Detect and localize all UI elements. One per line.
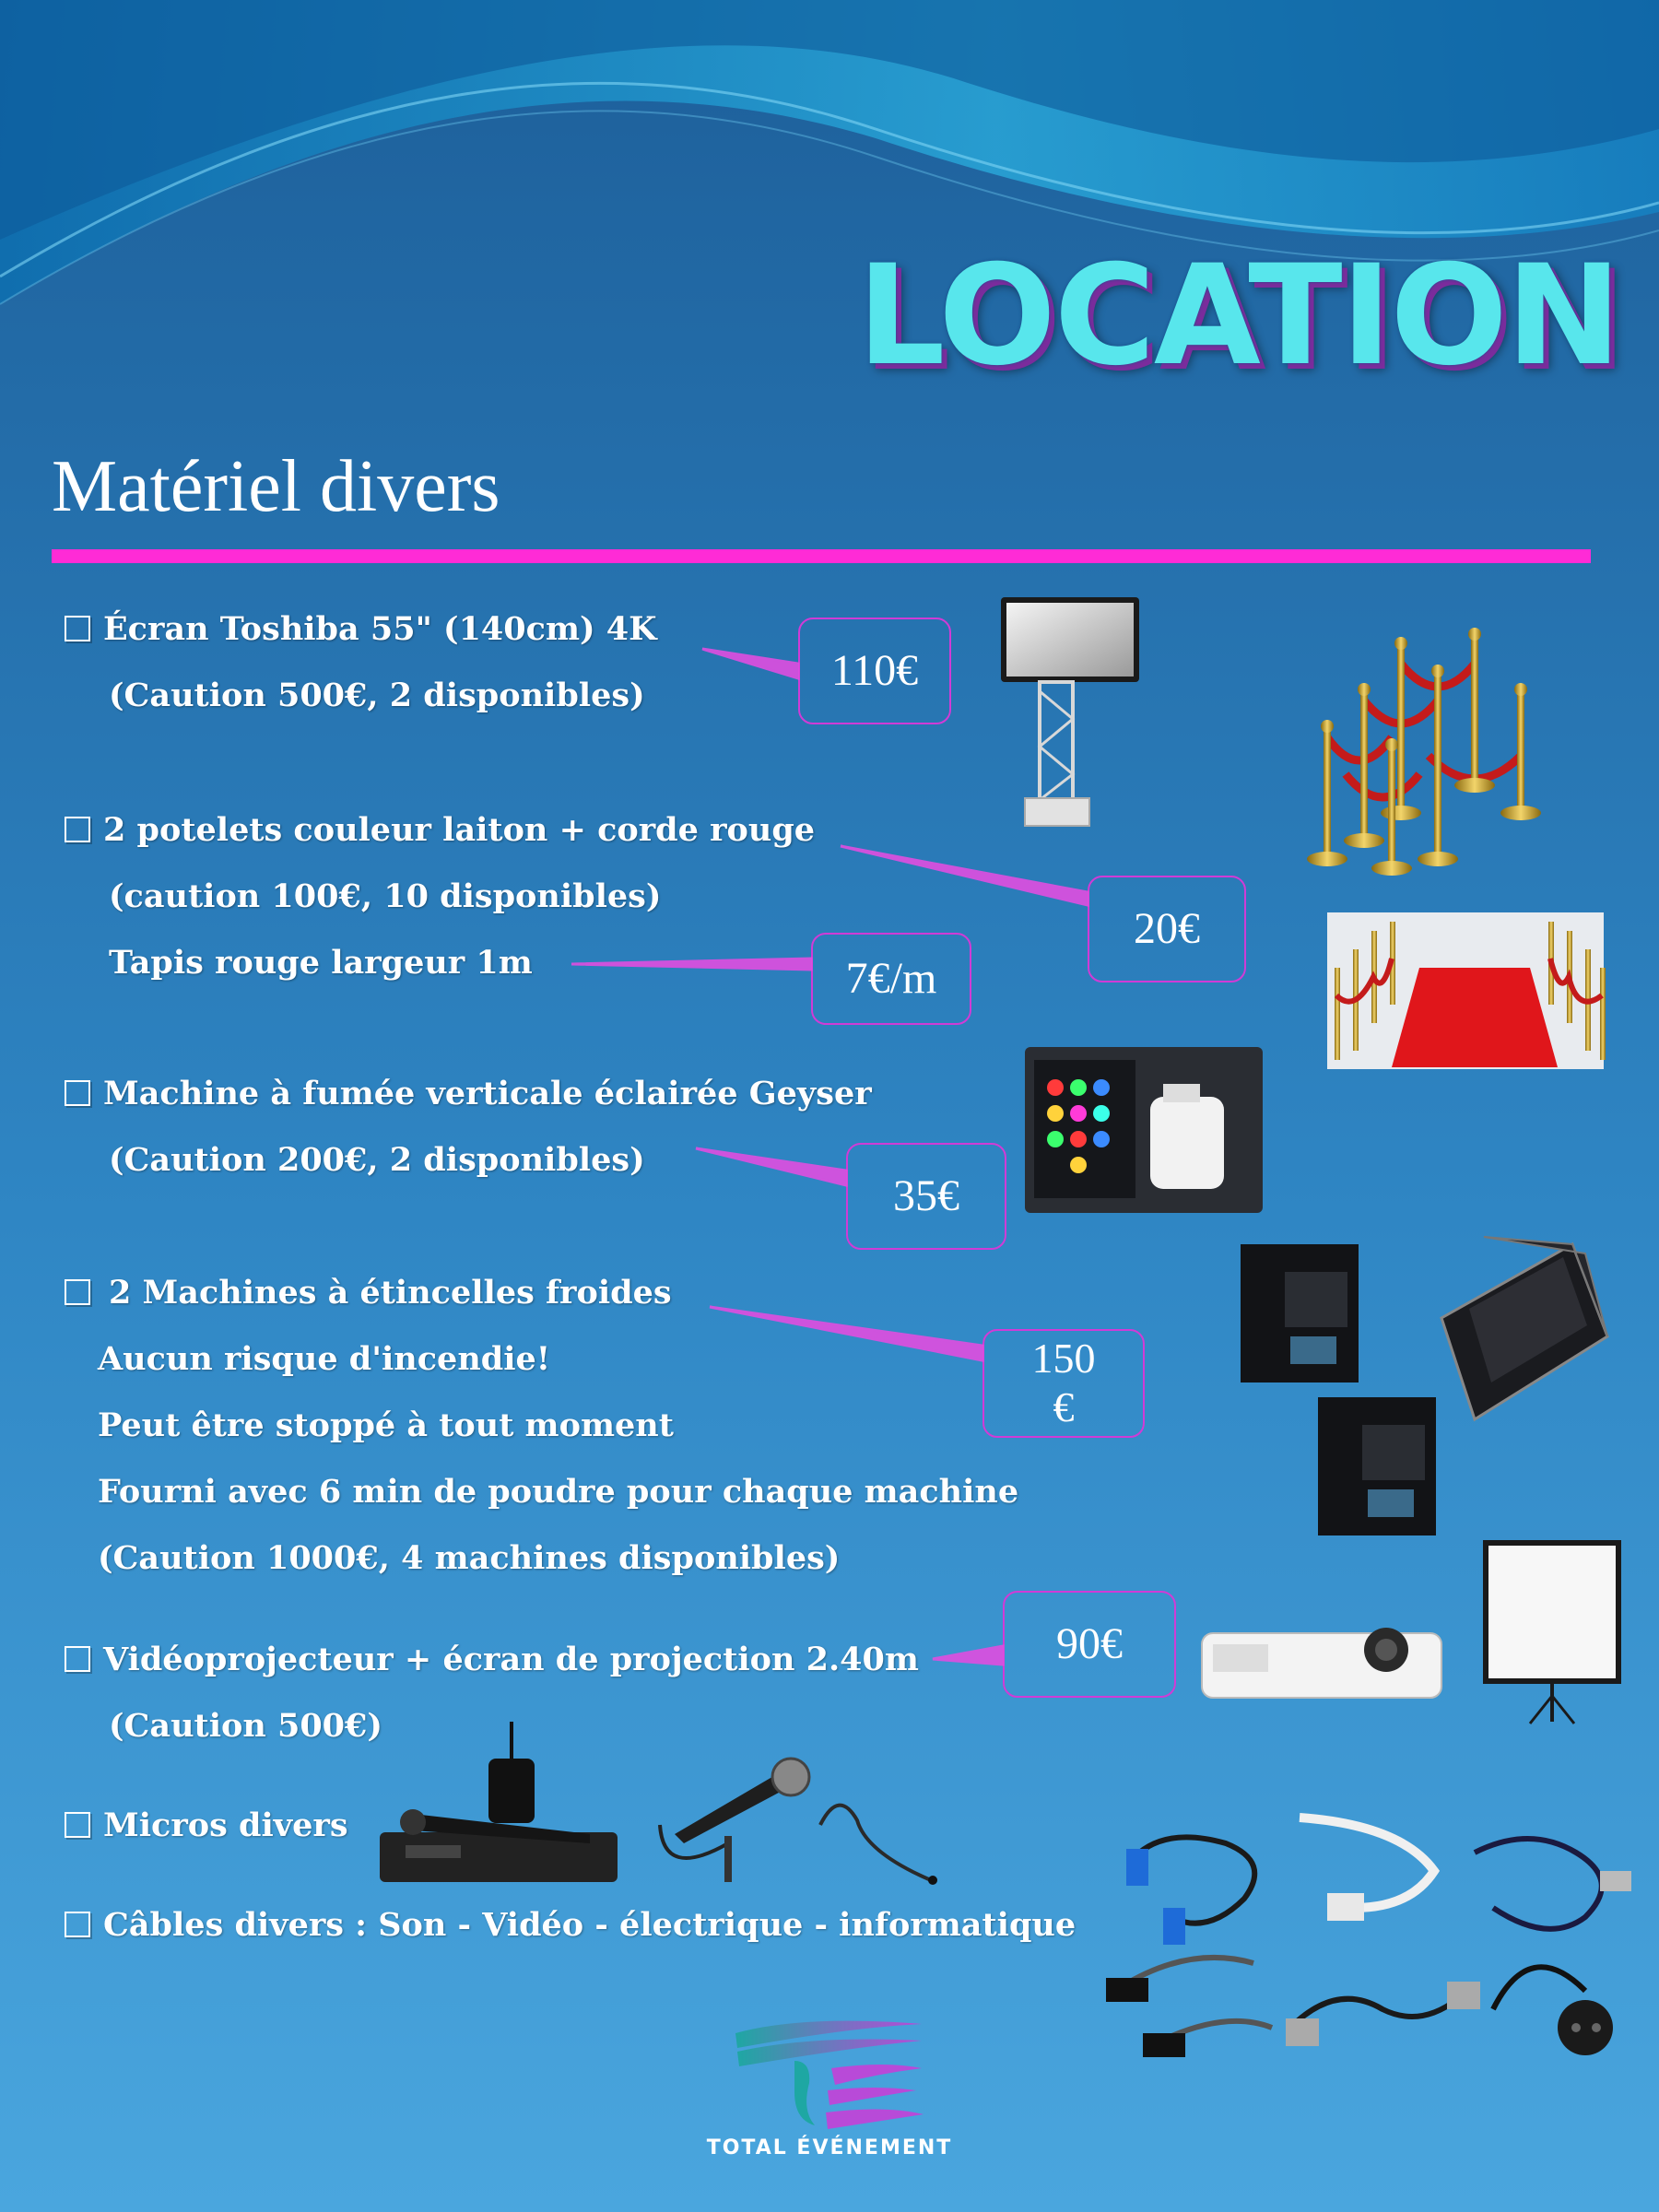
item-cables-line1: Câbles divers : Son - Vidéo - électrique…	[103, 1906, 1077, 1944]
checkbox-bullet-icon	[65, 1278, 90, 1305]
price-tapis: 7€/m	[811, 933, 971, 1025]
item-potelets-title: 2 potelets couleur laiton + corde rouge	[65, 811, 816, 849]
section-title: Matériel divers	[52, 446, 500, 527]
item-potelets-line1: 2 potelets couleur laiton + corde rouge	[103, 811, 816, 849]
price-ecran: 110€	[798, 618, 951, 724]
item-etincelles-title: 2 Machines à étincelles froides	[65, 1274, 672, 1312]
item-fumee-line2: (Caution 200€, 2 disponibles)	[109, 1141, 645, 1179]
item-projecteur-line1: Vidéoprojecteur + écran de projection 2.…	[103, 1641, 919, 1678]
page-title: LOCATION	[857, 236, 1621, 396]
checkbox-bullet-icon	[65, 1079, 90, 1106]
item-etincelles-line1: 2 Machines à étincelles froides	[109, 1274, 672, 1312]
brand-name: TOTAL ÉVÉNEMENT	[706, 2136, 953, 2159]
checkbox-bullet-icon	[65, 1811, 90, 1838]
item-ecran-line1: Écran Toshiba 55" (140cm) 4K	[103, 610, 657, 648]
item-ecran-title: Écran Toshiba 55" (140cm) 4K	[65, 610, 657, 648]
price-potelets: 20€	[1088, 876, 1246, 982]
item-etincelles-line4: Fourni avec 6 min de poudre pour chaque …	[98, 1473, 1019, 1511]
item-micros-line1: Micros divers	[103, 1806, 348, 1844]
item-fumee-title: Machine à fumée verticale éclairée Geyse…	[65, 1075, 872, 1112]
title-underline	[52, 549, 1591, 563]
item-etincelles-line5: (Caution 1000€, 4 machines disponibles)	[98, 1539, 841, 1577]
item-cables-title: Câbles divers : Son - Vidéo - électrique…	[65, 1906, 1077, 1944]
checkbox-bullet-icon	[65, 615, 90, 641]
checkbox-bullet-icon	[65, 816, 90, 842]
item-etincelles-line3: Peut être stoppé à tout moment	[98, 1406, 674, 1444]
item-ecran-line2: (Caution 500€, 2 disponibles)	[109, 677, 645, 714]
item-projecteur-title: Vidéoprojecteur + écran de projection 2.…	[65, 1641, 919, 1678]
checkbox-bullet-icon	[65, 1911, 90, 1937]
item-etincelles-line2: Aucun risque d'incendie!	[98, 1340, 551, 1378]
price-etincelles: 150 €	[982, 1329, 1145, 1438]
checkbox-bullet-icon	[65, 1645, 90, 1672]
price-etincelles-currency: €	[1053, 1383, 1075, 1430]
item-fumee-line1: Machine à fumée verticale éclairée Geyse…	[103, 1075, 872, 1112]
item-tapis-line1: Tapis rouge largeur 1m	[109, 944, 533, 982]
item-micros-title: Micros divers	[65, 1806, 348, 1844]
price-etincelles-amount: 150	[1031, 1335, 1096, 1382]
item-projecteur-line2: (Caution 500€)	[109, 1707, 382, 1745]
item-potelets-line2: (caution 100€, 10 disponibles)	[109, 877, 662, 915]
price-fumee: 35€	[846, 1143, 1006, 1250]
price-projecteur: 90€	[1003, 1591, 1176, 1698]
